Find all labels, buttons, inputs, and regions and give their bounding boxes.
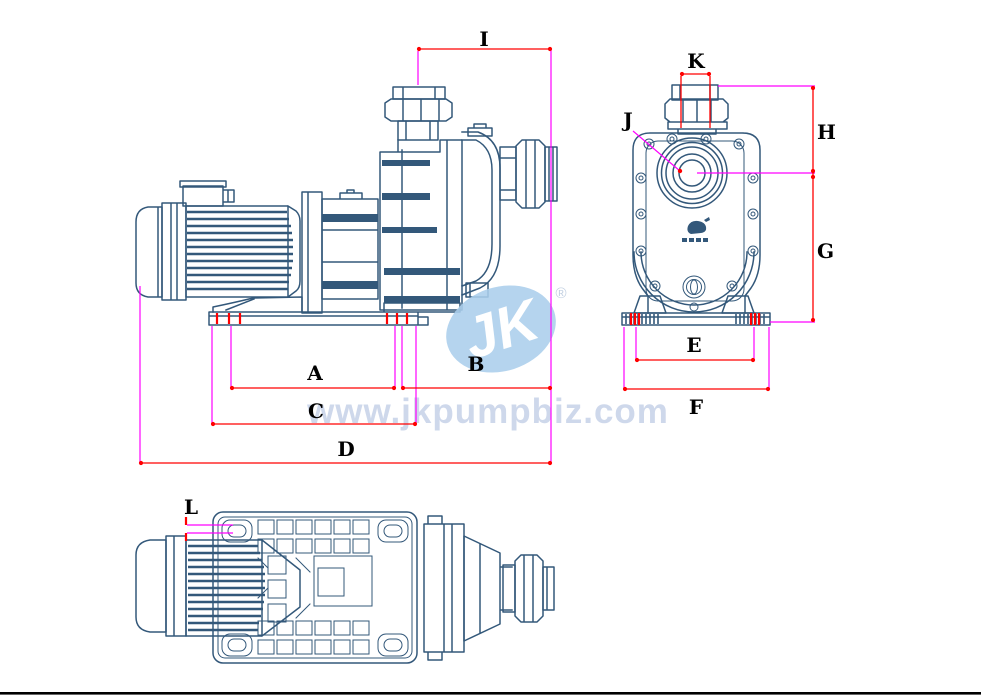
registered-mark-icon: ®	[555, 285, 566, 302]
extension-lines	[139, 49, 815, 534]
motor-fan-cover	[135, 206, 163, 298]
dim-label-I: I	[479, 27, 488, 51]
front-body-inner	[645, 140, 745, 302]
suction-stub	[499, 146, 517, 201]
dim-label-A: A	[306, 361, 323, 385]
dimension-arrow-dots	[138, 46, 816, 466]
plan-corner-slots	[221, 519, 409, 657]
motor-foot	[212, 296, 303, 313]
front-body-outline	[632, 132, 761, 314]
side-base-bolt-marks	[215, 313, 409, 324]
motor-terminal-box	[179, 180, 235, 207]
front-base-bolt-marks	[629, 313, 761, 325]
dim-label-F: F	[689, 395, 703, 419]
plan-pump-body	[463, 535, 516, 642]
pump-cover-lug	[465, 123, 493, 298]
brand-logo-icon	[682, 217, 710, 242]
motor-end-ring	[161, 202, 187, 301]
plan-grid-holes	[257, 519, 370, 655]
pump-front-cover	[461, 131, 501, 296]
dim-label-K: K	[687, 49, 705, 73]
plan-suction-union	[514, 554, 544, 623]
watermark-url-text: www.jkpumpbiz.com	[306, 392, 669, 431]
j-leader-line	[632, 130, 681, 172]
discharge-union-nut	[384, 98, 453, 122]
discharge-cap	[392, 86, 446, 100]
dim-label-E: E	[686, 333, 701, 357]
plan-middle-openings	[257, 555, 373, 623]
side-base-plate	[208, 302, 461, 326]
side-view	[135, 86, 558, 326]
plan-motor-body	[185, 538, 301, 638]
front-drain-plug	[682, 275, 706, 299]
front-top-port	[664, 84, 729, 135]
discharge-neck	[397, 120, 439, 141]
plan-motor-end-ring	[165, 535, 187, 637]
front-volute-arcs	[633, 251, 755, 313]
plan-suction-end-flange	[542, 566, 555, 611]
coupling-bands	[322, 214, 378, 289]
suction-end-flange	[544, 146, 558, 202]
dim-label-H: H	[817, 120, 836, 144]
dim-label-G: G	[817, 239, 834, 263]
bottom-border-line	[0, 692, 981, 695]
pump-casing-bands	[382, 160, 460, 303]
front-base-hatching	[625, 314, 765, 324]
dim-line-K-extensions	[680, 76, 711, 128]
dim-label-B: B	[468, 352, 485, 376]
coupling-housing	[321, 189, 379, 300]
dim-label-L: L	[184, 495, 198, 519]
dimension-lines	[138, 46, 816, 541]
dim-label-D: D	[337, 437, 354, 461]
dimension-labels: A B C D E F G H I J K L	[184, 27, 836, 519]
dim-label-J: J	[621, 108, 632, 132]
top-view	[135, 511, 555, 664]
dim-label-C: C	[308, 399, 324, 423]
suction-union-nut	[515, 139, 546, 209]
front-bolts	[635, 133, 759, 312]
dimension-extension-lines	[139, 49, 815, 534]
front-view	[621, 84, 771, 326]
watermark: JK ® www.jkpumpbiz.com	[306, 285, 669, 431]
motor-fins	[187, 210, 293, 291]
plan-motor-fins	[188, 544, 265, 632]
plan-motor-fan-cover	[135, 539, 167, 633]
watermark-logo-ellipse	[446, 285, 556, 373]
pump-bracket-column	[301, 191, 323, 314]
plan-pump-bracket	[423, 515, 465, 661]
